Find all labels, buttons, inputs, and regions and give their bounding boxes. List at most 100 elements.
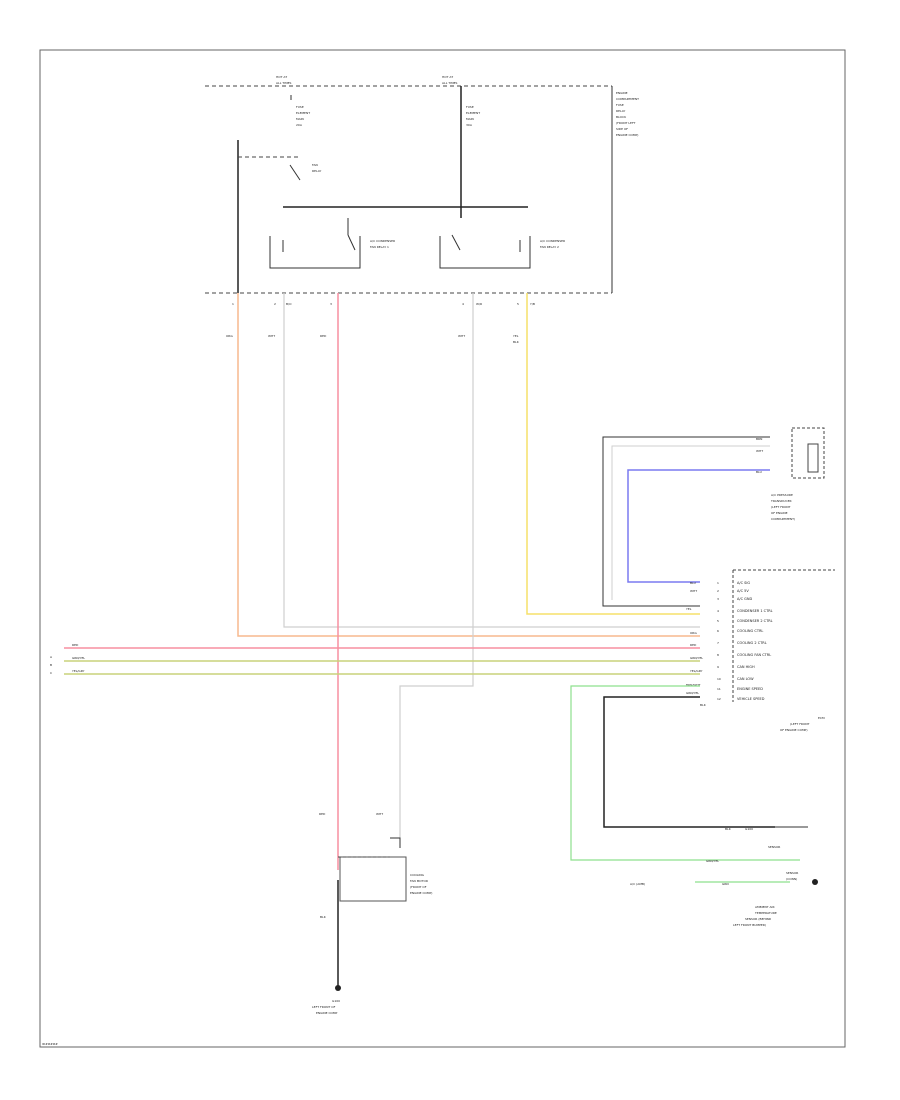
wire-label-black: BLK xyxy=(513,340,520,344)
ecm-label-1: (LEFT FRONT xyxy=(790,722,810,726)
box-label-0: ENGINE xyxy=(616,91,628,95)
motor-wire-white: WHT xyxy=(376,812,383,816)
transducer-label-0: A/C PRESSURE xyxy=(771,493,793,497)
pin-label-4: 4 xyxy=(462,302,464,306)
ground-label-1: LEFT FRONT OF xyxy=(312,1005,336,1009)
fuse-1-line1: FUSE xyxy=(296,105,304,109)
ecm-wire-7: BRN/WHT xyxy=(686,683,701,687)
transducer-label-1: TRANSDUCER xyxy=(770,499,792,503)
ecm-wire-0: BLU xyxy=(690,581,696,585)
motor-body xyxy=(339,856,407,902)
bottom-label-3: LEFT FRONT BUMPER) xyxy=(733,923,766,927)
fuse-2-line1: FUSE xyxy=(466,105,474,109)
power-source-1-line2: ALL TIMES xyxy=(276,81,292,85)
ecm-wire-6: YEL/GRY xyxy=(690,669,703,673)
pin-code-2: W/R xyxy=(476,302,482,306)
ground-label-2: ENGINE COMP xyxy=(316,1011,337,1015)
ecm-pin-4: 5 xyxy=(717,619,719,623)
box-label-7: ENGINE COMP) xyxy=(616,133,638,137)
ecm-label-0: ECM xyxy=(818,716,825,720)
transducer-wire-brn: BRN xyxy=(756,437,762,441)
ecm-function-11: VEHICLE SPEED xyxy=(737,697,765,701)
power-source-1-line1: HOT AT xyxy=(276,75,287,79)
bottom-label-0: AMBIENT AIR xyxy=(755,905,775,909)
motor-mid-wire: BLK xyxy=(320,915,327,919)
bottom-label-2: SENSOR (BEHIND xyxy=(745,917,772,921)
wire-yellow xyxy=(526,293,700,615)
ground-wire-label: BLK xyxy=(725,827,732,831)
transducer-white-wire xyxy=(611,445,770,600)
box-label-6: SIDE OF xyxy=(616,127,628,131)
ecm-label-2: OF ENGINE COMP) xyxy=(780,728,808,732)
bus-label-red: RED xyxy=(72,643,79,647)
power-source-2-line2: ALL TIMES xyxy=(442,81,458,85)
transducer-frame xyxy=(602,436,770,607)
ecm-pin-7: 8 xyxy=(717,653,719,657)
bottom-label-1: TEMPERATURE xyxy=(754,911,777,915)
wire-label-red: RED xyxy=(320,334,327,338)
amb-right-label-0: SENSOR xyxy=(786,871,798,875)
relay-2-label-1: A/C CONDENSER xyxy=(540,239,565,243)
wire-label-white-2: WHT xyxy=(458,334,465,338)
ecm-pin-2: 3 xyxy=(717,597,719,601)
box-label-2: FUSE xyxy=(616,103,624,107)
ecm-pin-1: 2 xyxy=(717,589,719,593)
transducer-label-3: OF ENGINE xyxy=(771,511,788,515)
amb-left-label: A/C (AMB) xyxy=(630,882,645,886)
ecm-function-6: COOLING 2 CTRL xyxy=(737,641,767,645)
fan-relay-label-2: RELAY xyxy=(312,169,322,173)
wire-white-1 xyxy=(283,293,700,628)
pin-code-1: B/O xyxy=(286,302,292,306)
diagram-frame xyxy=(39,49,846,1048)
ecm-wire-3: ORG xyxy=(690,631,697,635)
cooling-fan-motor: RED WHT COOLING FAN MOTOR (FRONT OF ENGI… xyxy=(312,812,432,1015)
wire-white-2 xyxy=(399,293,474,838)
box-label-4: BLOCK xyxy=(616,115,627,119)
bus-letter-a: A xyxy=(50,655,53,659)
transducer-wire-blu: BLU xyxy=(756,470,762,474)
wire-black-ground xyxy=(603,696,775,828)
ecm-pin-3: 4 xyxy=(717,609,719,613)
ecm-pin-6: 7 xyxy=(717,641,719,645)
relay-1-label-1: A/C CONDENSER xyxy=(370,239,395,243)
transducer-body xyxy=(807,443,819,473)
ground-symbol xyxy=(335,985,341,991)
ecm-function-4: CONDENSER 2 CTRL xyxy=(737,619,773,623)
wire-green-sensor xyxy=(570,685,740,861)
pin-label-3: 3 xyxy=(330,302,332,306)
ecm-function-5: COOLING CTRL xyxy=(737,629,763,633)
ecm-pin-9: 10 xyxy=(717,677,721,681)
fuse-2-line3: MAIN xyxy=(466,117,474,121)
transducer-blue-wire xyxy=(627,469,770,583)
ecm-pin-5: 6 xyxy=(717,629,719,633)
ecm-wire-5: GRN/YEL xyxy=(690,656,703,660)
fan-relay-label-1: FAN xyxy=(312,163,318,167)
fuse-1-line4: 20A xyxy=(296,123,303,127)
motor-wire-red: RED xyxy=(319,812,326,816)
pin-label-1: 1 xyxy=(232,302,234,306)
fuse-2-line2: ELEMENT xyxy=(466,111,480,115)
transducer-connector xyxy=(791,427,825,479)
amb-wire-label: GRN xyxy=(722,882,729,886)
motor-label-1: FAN MOTOR xyxy=(410,879,428,883)
condenser-relay-2 xyxy=(439,236,531,269)
box-label-1: COMPARTMENT xyxy=(616,97,639,101)
ecm-wire-2: YEL xyxy=(686,607,692,611)
bottom-right-sensor: BLK G100 GRN/YEL SENSOR A/C (AMB) GRN SE… xyxy=(630,826,818,927)
ecm-wire-4: RED xyxy=(690,643,697,647)
fuse-1-line3: MAIN xyxy=(296,117,304,121)
motor-terminal-2 xyxy=(390,837,401,848)
wire-label-yellow: YEL xyxy=(513,334,519,338)
pin-label-2: 2 xyxy=(274,302,276,306)
ground-point-label: G100 xyxy=(745,827,753,831)
transducer-label-4: COMPARTMENT) xyxy=(771,517,795,521)
ecm-pin-0: 1 xyxy=(717,581,719,585)
ecm-function-7: COOLING FAN CTRL xyxy=(737,653,771,657)
bus-letter-c: C xyxy=(50,671,52,675)
motor-label-2: (FRONT OF xyxy=(410,885,427,889)
bus-letter-b: B xyxy=(50,663,52,667)
ecm-function-8: CAN HIGH xyxy=(737,665,755,669)
relay-1-label-2: FAN RELAY 1 xyxy=(370,245,389,249)
ecm-pin-10: 11 xyxy=(717,687,721,691)
